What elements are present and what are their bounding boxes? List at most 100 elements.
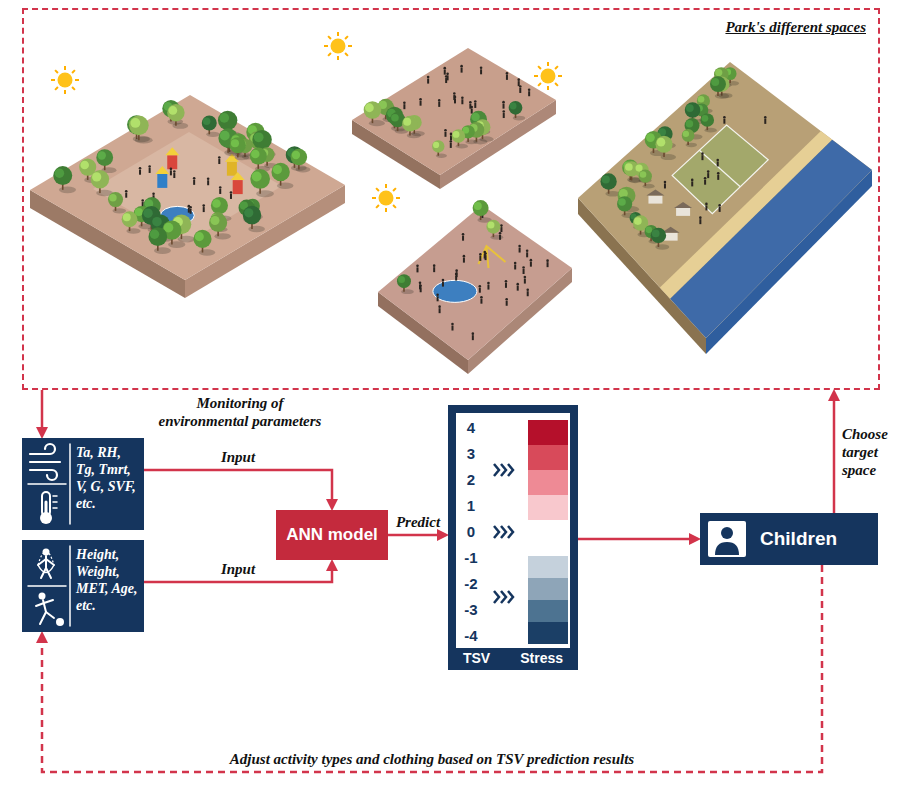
- person: [500, 224, 503, 232]
- tree-shadow: [126, 228, 140, 234]
- scale-number: 2: [456, 471, 486, 489]
- play-structure: [233, 180, 243, 194]
- person-body: [519, 88, 521, 93]
- person-head: [230, 191, 233, 194]
- tree-crown: [230, 137, 246, 153]
- sun-disc: [541, 69, 556, 84]
- person: [487, 282, 490, 290]
- tree-highlight: [195, 232, 204, 241]
- tree: [167, 104, 188, 129]
- tree-shadow: [705, 128, 717, 133]
- tree-crown: [432, 140, 444, 152]
- person-head: [530, 259, 533, 262]
- tree: [618, 187, 640, 213]
- person-head: [462, 233, 465, 236]
- tree-crown: [364, 101, 382, 119]
- parameter-box: Ta, RH, Tg, Tmrt, V, G, SVF, etc.: [22, 438, 144, 530]
- person: [526, 288, 529, 296]
- person-head: [455, 269, 458, 272]
- person: [462, 233, 465, 241]
- person-head: [502, 101, 505, 104]
- scale-number: -1: [456, 549, 486, 567]
- person: [189, 206, 192, 214]
- person-body: [403, 104, 405, 109]
- tree-highlight: [220, 131, 230, 141]
- sun-ray: [547, 86, 549, 90]
- tree-crown: [617, 196, 632, 211]
- person: [438, 99, 441, 107]
- person-head: [451, 323, 454, 326]
- tree-crown: [193, 230, 211, 248]
- tree: [148, 227, 170, 254]
- tree-highlight: [634, 217, 642, 225]
- person: [701, 152, 704, 160]
- pavilion-wall: [676, 208, 690, 216]
- tree-highlight: [203, 117, 211, 125]
- person: [526, 250, 529, 258]
- tree-crown: [473, 200, 489, 216]
- football-icon: [39, 593, 46, 600]
- person-body: [439, 308, 441, 313]
- person: [454, 96, 457, 104]
- sun-icon: [51, 66, 79, 94]
- person: [505, 280, 508, 288]
- sun-ray: [345, 53, 348, 56]
- tree: [600, 173, 620, 196]
- tree-highlight: [715, 69, 722, 76]
- tree-shadow: [401, 289, 414, 294]
- person-head: [505, 298, 508, 301]
- person-head: [707, 170, 710, 173]
- person-head: [526, 288, 529, 291]
- person-body: [463, 258, 465, 263]
- sun-ray: [55, 87, 58, 90]
- person-body: [450, 143, 452, 148]
- pavilion-roof: [646, 190, 664, 196]
- sun-icon: [324, 32, 352, 60]
- person-body: [188, 208, 190, 213]
- ground-face: [352, 48, 556, 175]
- wind-icon: [30, 444, 55, 454]
- tree: [96, 149, 116, 173]
- icon-stroke: [45, 556, 47, 568]
- person: [716, 159, 719, 167]
- sun-ray: [348, 45, 352, 47]
- icon-stroke: [53, 507, 57, 509]
- chevron-symbol: [494, 591, 499, 603]
- tree: [122, 211, 141, 233]
- person-body: [462, 236, 464, 241]
- person-body: [717, 161, 719, 166]
- tree-highlight: [625, 163, 633, 171]
- person-head: [479, 285, 482, 288]
- person: [705, 203, 708, 211]
- tree-highlight: [474, 202, 482, 210]
- tree-highlight: [210, 216, 219, 225]
- person-head: [483, 251, 486, 254]
- person-body: [218, 159, 220, 164]
- tree: [53, 166, 76, 193]
- tree-crown: [630, 212, 642, 224]
- tree-highlight: [471, 113, 479, 121]
- user-icon-body: [715, 542, 739, 555]
- scale-number: -4: [456, 627, 486, 645]
- person-body: [524, 279, 526, 284]
- person: [704, 177, 707, 185]
- edge-label: Choose target space: [842, 425, 894, 479]
- person: [472, 332, 475, 340]
- person-body: [530, 262, 532, 267]
- person-head: [443, 67, 446, 70]
- tree-crown: [250, 148, 267, 165]
- tree: [432, 140, 447, 158]
- tree-highlight: [652, 230, 660, 238]
- person: [173, 170, 176, 178]
- person-head: [173, 170, 176, 173]
- person-head: [189, 206, 192, 209]
- tree-shadow: [59, 186, 76, 193]
- tree-crown: [639, 170, 652, 183]
- person: [403, 101, 406, 109]
- tree: [250, 169, 274, 197]
- tree-crown: [53, 166, 72, 185]
- person: [505, 298, 508, 306]
- node-text: Ta, RH, Tg, Tmrt, V, G, SVF, etc.: [76, 444, 140, 512]
- person: [474, 100, 477, 108]
- person-head: [723, 116, 726, 119]
